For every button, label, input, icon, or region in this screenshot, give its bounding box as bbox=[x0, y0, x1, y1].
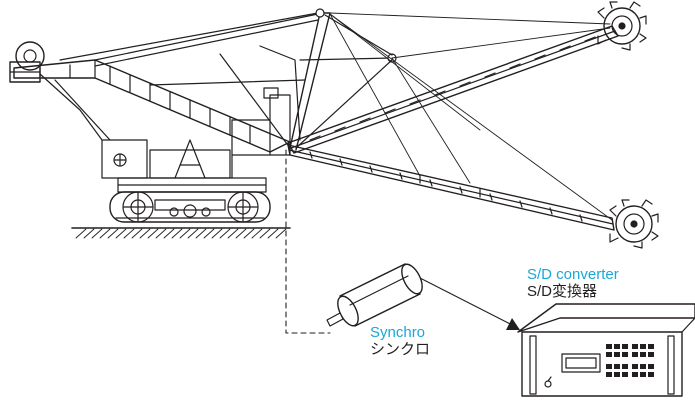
boom-cables bbox=[329, 12, 613, 221]
mast-tower bbox=[59, 8, 397, 151]
crawler-tracks bbox=[109, 191, 271, 223]
lower-bucket-wheel bbox=[609, 199, 659, 249]
connection-lines bbox=[285, 149, 520, 334]
machinery-house bbox=[101, 87, 291, 193]
counterweight-boom bbox=[9, 41, 291, 153]
synchro-label-en: Synchro bbox=[370, 324, 426, 341]
bucket-wheel-excavator bbox=[9, 1, 659, 249]
upper-bucket-wheel bbox=[597, 1, 647, 51]
converter-label-jp: S/D変換器 bbox=[527, 283, 598, 300]
converter-label-en: S/D converter bbox=[527, 266, 619, 283]
ground bbox=[71, 227, 291, 239]
keypad bbox=[606, 344, 654, 377]
lower-bucket-boom bbox=[287, 144, 615, 231]
synchro-device bbox=[326, 263, 423, 327]
sd-converter-device bbox=[517, 303, 695, 397]
upper-bucket-boom bbox=[287, 25, 619, 154]
synchro-label-jp: シンクロ bbox=[370, 341, 431, 358]
